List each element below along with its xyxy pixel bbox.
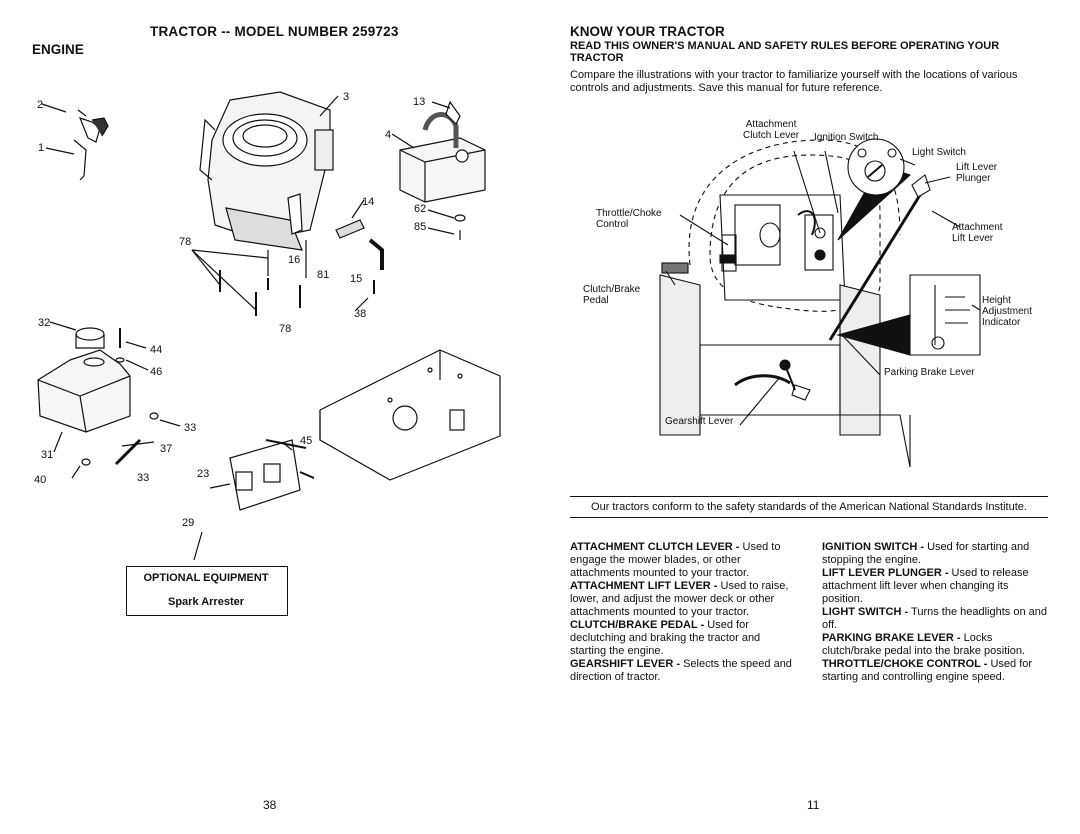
optional-equipment-box (126, 566, 288, 616)
part-number-44: 44 (150, 344, 163, 356)
right-page-subtitle: READ THIS OWNER'S MANUAL AND SAFETY RULE… (570, 40, 1000, 64)
part-number-23: 23 (197, 468, 210, 480)
ansi-standards-note: Our tractors conform to the safety stand… (570, 496, 1048, 518)
part-number-16: 16 (288, 254, 301, 266)
desc-ignition-switch: IGNITION SWITCH - Used for starting and … (822, 541, 1030, 566)
tractor-controls-illustration (659, 138, 981, 468)
right-page-number: 11 (807, 798, 820, 812)
ignition-switch-label: Ignition Switch (814, 132, 879, 143)
attachment-clutch-lever-label: Attachment Clutch Lever (743, 119, 800, 141)
desc-light-switch: LIGHT SWITCH - Turns the headlights on a… (822, 606, 1047, 631)
parking-brake-lever-label: Parking Brake Lever (884, 367, 975, 378)
lift-lever-plunger-label: Lift Lever Plunger (956, 162, 998, 184)
attachment-lift-lever-label: Attachment Lift Lever (952, 222, 1003, 244)
part-number-85: 85 (414, 221, 427, 233)
part-number-14: 14 (362, 196, 375, 208)
control-descriptions-left: ATTACHMENT CLUTCH LEVER - Used to engage… (570, 541, 798, 684)
part-number-78-bottom: 78 (279, 323, 292, 335)
part-number-3: 3 (343, 91, 350, 103)
desc-clutch-brake-pedal: CLUTCH/BRAKE PEDAL - Used for declutchin… (570, 619, 761, 657)
right-page-title: KNOW YOUR TRACTOR (570, 24, 725, 39)
part-number-33-top: 33 (184, 422, 197, 434)
part-number-4: 4 (385, 129, 392, 141)
left-page-title: TRACTOR -- MODEL NUMBER 259723 (150, 24, 399, 39)
throttle-choke-control-label: Throttle/Choke Control (596, 208, 662, 230)
desc-gearshift-lever: GEARSHIFT LEVER - Selects the speed and … (570, 658, 792, 683)
part-number-81: 81 (317, 269, 330, 281)
light-switch-label: Light Switch (912, 147, 966, 158)
part-number-13: 13 (413, 96, 426, 108)
part-number-46: 46 (150, 366, 163, 378)
part-number-78-top: 78 (179, 236, 192, 248)
left-page-number: 38 (263, 798, 277, 812)
part-number-37: 37 (160, 443, 173, 455)
gearshift-lever-label: Gearshift Lever (665, 416, 734, 427)
right-page-intro: Compare the illustrations with your trac… (570, 69, 1018, 94)
part-number-45: 45 (300, 435, 313, 447)
part-number-31: 31 (41, 449, 54, 461)
part-number-15: 15 (350, 273, 363, 285)
part-number-40: 40 (34, 474, 47, 486)
control-descriptions-right: IGNITION SWITCH - Used for starting and … (822, 541, 1050, 684)
part-number-1: 1 (38, 142, 45, 154)
part-number-32: 32 (38, 317, 51, 329)
desc-attachment-lift-lever: ATTACHMENT LIFT LEVER - Used to raise, l… (570, 580, 789, 618)
part-number-62: 62 (414, 203, 427, 215)
part-number-29: 29 (182, 517, 195, 529)
spark-arrester-label: Spark Arrester (167, 596, 245, 608)
clutch-brake-pedal-label: Clutch/Brake Pedal (583, 284, 641, 306)
desc-lift-lever-plunger: LIFT LEVER PLUNGER - Used to release att… (822, 567, 1029, 605)
part-number-38: 38 (354, 308, 367, 320)
engine-section-heading: ENGINE (32, 42, 84, 57)
part-number-2: 2 (37, 99, 44, 111)
engine-parts-illustration (37, 91, 501, 561)
desc-attachment-clutch-lever: ATTACHMENT CLUTCH LEVER - Used to engage… (570, 541, 781, 579)
desc-throttle-choke-control: THROTTLE/CHOKE CONTROL - Used for starti… (822, 658, 1033, 683)
optional-equipment-title: OPTIONAL EQUIPMENT (143, 572, 269, 584)
part-number-33-bottom: 33 (137, 472, 150, 484)
desc-parking-brake-lever: PARKING BRAKE LEVER - Locks clutch/brake… (822, 632, 1026, 657)
height-adjustment-indicator-label: Height Adjustment Indicator (982, 295, 1033, 328)
